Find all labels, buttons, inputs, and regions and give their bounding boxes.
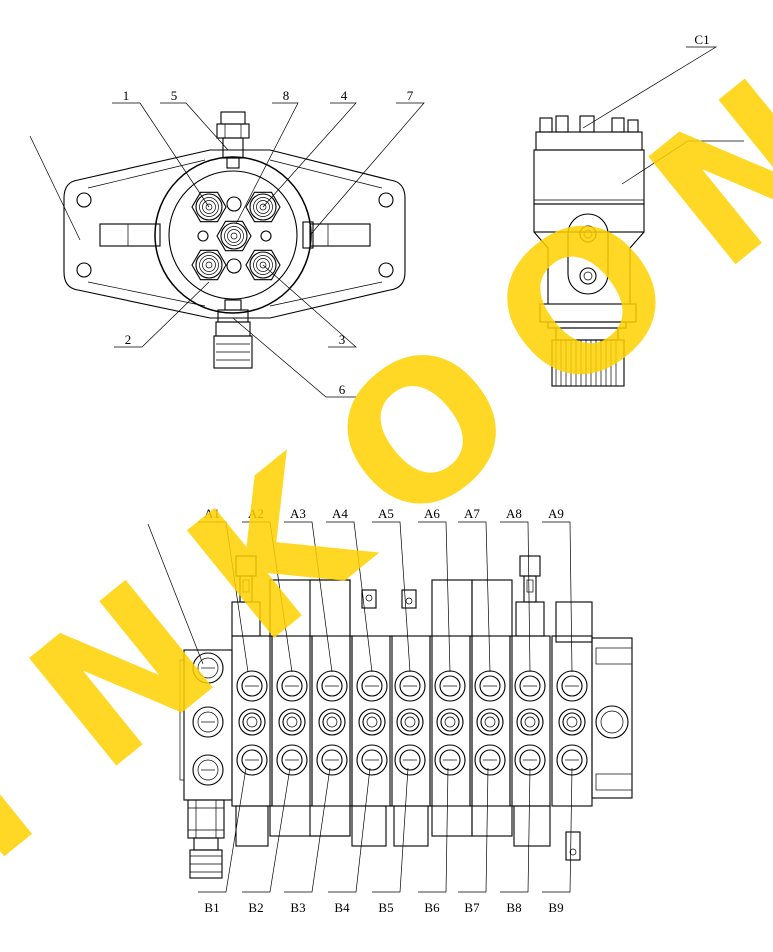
callout-a1: A1 — [204, 506, 220, 521]
front-view-drawing — [63, 111, 406, 369]
callout-a5: A5 — [378, 506, 394, 521]
side-view-callouts: C1 — [694, 32, 709, 47]
callout-a9: A9 — [548, 506, 564, 521]
callout-b5: B5 — [378, 900, 393, 915]
callout-7: 7 — [407, 88, 414, 103]
callout-b4: B4 — [334, 900, 350, 915]
callout-a8: A8 — [506, 506, 522, 521]
callout-4: 4 — [341, 88, 348, 103]
front-view-callouts: 1 5 8 4 7 2 3 6 — [123, 88, 414, 397]
callout-a2: A2 — [248, 506, 264, 521]
callout-b9: B9 — [548, 900, 563, 915]
callout-b1: B1 — [204, 900, 219, 915]
callout-b8: B8 — [506, 900, 521, 915]
callout-8: 8 — [283, 88, 290, 103]
watermark: TNKOON — [0, 11, 773, 921]
callout-b7: B7 — [464, 900, 480, 915]
callout-a4: A4 — [332, 506, 348, 521]
callout-c1: C1 — [694, 32, 709, 47]
callout-1: 1 — [123, 88, 130, 103]
callout-2: 2 — [125, 332, 132, 347]
callout-5: 5 — [171, 88, 178, 103]
callout-a3: A3 — [290, 506, 306, 521]
leader-lines — [29, 46, 744, 893]
callout-3: 3 — [339, 332, 346, 347]
callout-a7: A7 — [464, 506, 480, 521]
side-view-drawing — [533, 115, 645, 387]
callout-a6: A6 — [424, 506, 440, 521]
callout-b2: B2 — [248, 900, 263, 915]
callout-b6: B6 — [424, 900, 440, 915]
watermark-text: TNKOON — [0, 11, 773, 921]
callout-6: 6 — [339, 382, 346, 397]
callout-b3: B3 — [290, 900, 305, 915]
